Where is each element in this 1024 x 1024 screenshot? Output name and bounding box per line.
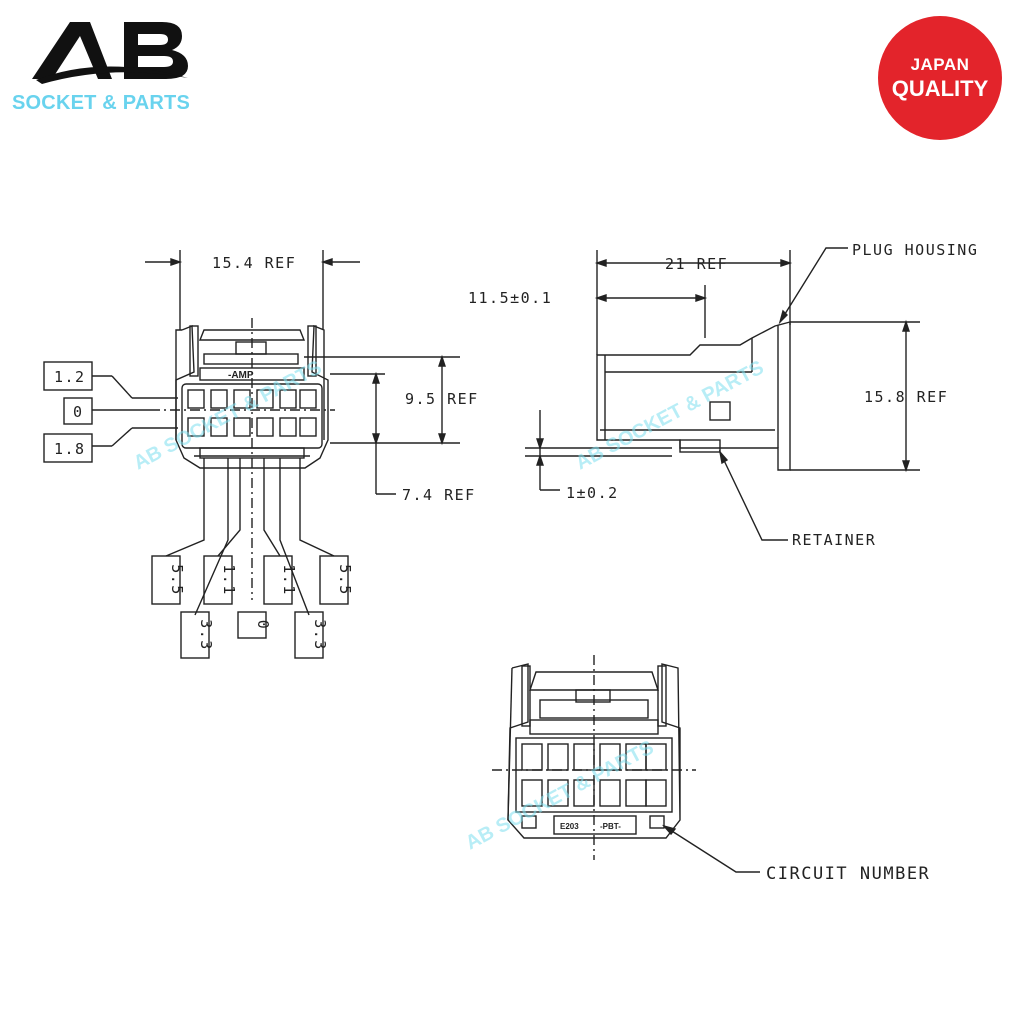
side-view: 21 REF 11.5±0.1 15.8 REF 1±0.2 [468, 241, 978, 549]
plug-housing-label: PLUG HOUSING [852, 241, 978, 259]
bottom-datum-boxes: 5.5 1.1 1.1 5.5 3.3 0 3.3 [151, 555, 354, 659]
rear-mark-2: -PBT- [600, 822, 621, 831]
side-offset-dim: 11.5±0.1 [468, 289, 552, 307]
circuit-number-label: CIRCUIT NUMBER [766, 864, 930, 884]
front-height-dim: 9.5 REF [405, 390, 479, 408]
bottom-datum-2: 1.1 [220, 564, 238, 596]
row-datum-box-2 [63, 397, 93, 425]
side-height-dim: 15.8 REF [864, 388, 948, 406]
front-width-dim: 15.4 REF [212, 254, 296, 272]
retainer-label: RETAINER [792, 531, 876, 549]
bottom-datum-5: 3.3 [197, 619, 215, 651]
row-datum-3: 1.8 [54, 440, 86, 458]
badge-line-2: QUALITY [891, 75, 989, 101]
rear-view: E203 -PBT- CIRCUIT NUMBER [492, 655, 930, 884]
front-depth-dim: 7.4 REF [402, 486, 476, 504]
watermark-3: AB SOCKET & PARTS [462, 737, 657, 855]
side-step-dim: 1±0.2 [566, 484, 619, 502]
row-datum-2: 0 [73, 403, 84, 421]
side-length-dim: 21 REF [665, 255, 728, 273]
housing-mark: -AMP [228, 370, 254, 381]
brand-tagline: SOCKET & PARTS [12, 92, 190, 114]
row-datum-box-3 [43, 433, 93, 463]
front-view: 15.4 REF -AMP 9.5 REF [43, 250, 479, 659]
ab-logo-mark [32, 22, 188, 84]
bottom-datum-3: 1.1 [280, 564, 298, 596]
watermark-2: AB SOCKET & PARTS [572, 357, 767, 475]
brand-logo: SOCKET & PARTS [12, 14, 212, 118]
bottom-datum-6: 0 [254, 620, 272, 631]
row-datum-1: 1.2 [54, 368, 86, 386]
bottom-datum-7: 3.3 [311, 619, 329, 651]
rear-mark-1: E203 [560, 822, 579, 831]
rear-cavity-grid [521, 743, 667, 807]
bottom-datum-4: 5.5 [336, 564, 354, 596]
front-cavity-grid [187, 389, 317, 437]
bottom-datum-1: 5.5 [168, 564, 186, 596]
badge-line-1: JAPAN [910, 54, 970, 74]
japan-quality-badge: JAPAN QUALITY [878, 16, 1002, 140]
